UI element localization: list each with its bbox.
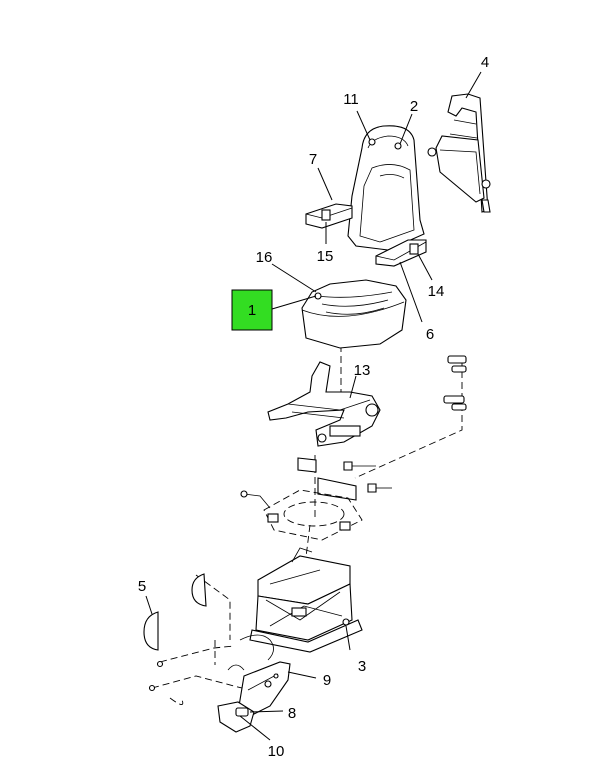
callout-8: 8 — [288, 705, 296, 722]
callout-6: 6 — [426, 326, 434, 343]
mount-bolts-upper — [443, 355, 467, 411]
part-8-lever-handle — [217, 701, 255, 733]
callout-9: 9 — [323, 672, 331, 689]
callout-7: 7 — [309, 151, 317, 168]
callout-10: 10 — [268, 743, 285, 760]
part-16-seat-cushion — [301, 279, 407, 349]
mounting-brackets — [297, 457, 392, 501]
callout-4: 4 — [481, 54, 489, 71]
part-5-cover — [143, 573, 207, 651]
callout-15: 15 — [317, 248, 334, 265]
callout-2: 2 — [410, 98, 418, 115]
seat-back-assembly — [305, 125, 427, 267]
callout-14: 14 — [428, 283, 445, 300]
callout-3: 3 — [358, 658, 366, 675]
callout-13: 13 — [354, 362, 371, 379]
part-13-seat-frame — [267, 361, 381, 447]
part-3-suspension-base — [249, 547, 363, 653]
callout-16: 16 — [256, 249, 273, 266]
callout-5: 5 — [138, 578, 146, 595]
callout-1: 1 — [248, 302, 256, 319]
leader-lines — [145, 71, 482, 741]
highlighted-callout-box — [231, 289, 273, 331]
callout-11: 11 — [343, 91, 359, 108]
part-4-backrest-guard — [427, 93, 491, 213]
swivel-base-plate — [240, 489, 363, 541]
